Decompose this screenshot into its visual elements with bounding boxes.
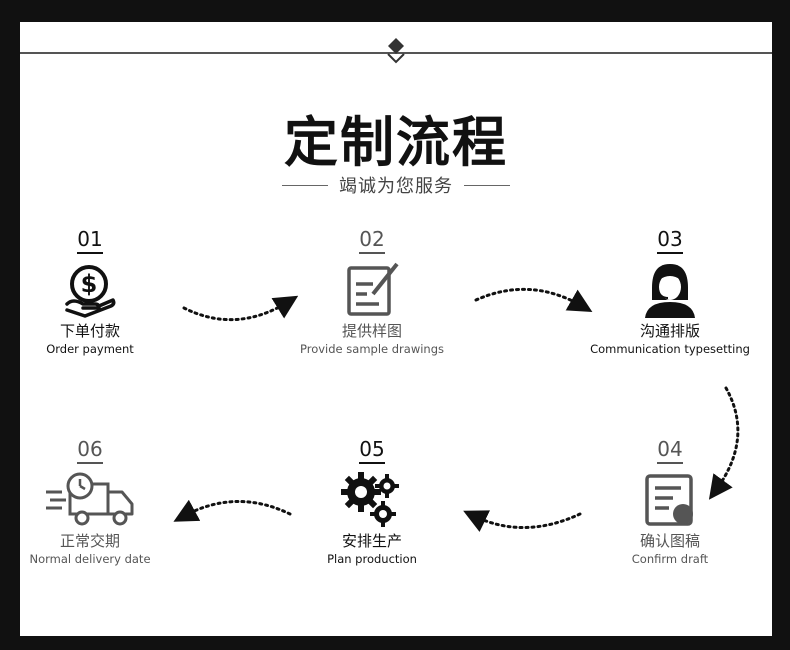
- arrow-03-04: [708, 386, 740, 500]
- step-number: 03: [657, 228, 683, 254]
- money-hand-icon: $: [65, 265, 116, 318]
- step-title: 下单付款: [59, 322, 120, 340]
- subtitle-right-rule: [464, 184, 511, 186]
- step-title: 安排生产: [341, 532, 402, 550]
- step-title: 正常交期: [59, 532, 120, 550]
- step-subtitle: Order payment: [46, 342, 134, 356]
- step-subtitle: Confirm draft: [631, 552, 709, 566]
- delivery-truck-icon: [46, 472, 134, 526]
- step-title: 提供样图: [341, 322, 402, 340]
- subtitle-left-rule: [281, 184, 328, 186]
- arrow-04-05: [463, 510, 582, 533]
- step-number: 01: [77, 228, 103, 254]
- step-number: 05: [359, 438, 385, 464]
- document-approve-icon: [645, 474, 693, 526]
- step-subtitle: Provide sample drawings: [300, 342, 444, 356]
- step-03: 03 沟通排版 Communication typesetting: [586, 228, 754, 356]
- step-01: 01 $ 下单付款 Order payment: [26, 228, 154, 356]
- gears-icon: [341, 472, 399, 527]
- customer-service-icon: [645, 264, 695, 318]
- step-number: 04: [657, 438, 683, 464]
- step-05: 05: [310, 438, 434, 566]
- svg-text:$: $: [81, 270, 98, 298]
- step-subtitle: Plan production: [327, 552, 417, 566]
- step-number: 06: [77, 438, 103, 464]
- step-04: 04 确认图稿 Confirm draft: [614, 438, 726, 566]
- step-title: 沟通排版: [639, 322, 700, 340]
- step-02: 02 提供样图 Provide sample drawings: [286, 228, 458, 356]
- arrow-02-03: [474, 287, 593, 312]
- flow-arrows: [173, 287, 740, 533]
- step-number: 02: [359, 228, 385, 254]
- step-subtitle: Normal delivery date: [29, 552, 151, 566]
- arrow-01-02: [182, 295, 299, 322]
- diamond-ornament-icon: [387, 38, 405, 64]
- subtitle-row: 竭诚为您服务: [20, 172, 772, 198]
- page-subtitle: 竭诚为您服务: [339, 176, 453, 197]
- step-subtitle: Communication typesetting: [590, 342, 750, 356]
- edit-document-icon: [347, 262, 399, 316]
- page-title: 定制流程: [284, 111, 508, 174]
- step-title: 确认图稿: [639, 532, 700, 550]
- step-06: 06 正常交期 Normal delivery date: [26, 438, 154, 566]
- content-panel: 定制流程 竭诚为您服务 01 $ 下单付款 Order payment 02: [20, 22, 772, 636]
- arrow-05-06: [173, 499, 292, 522]
